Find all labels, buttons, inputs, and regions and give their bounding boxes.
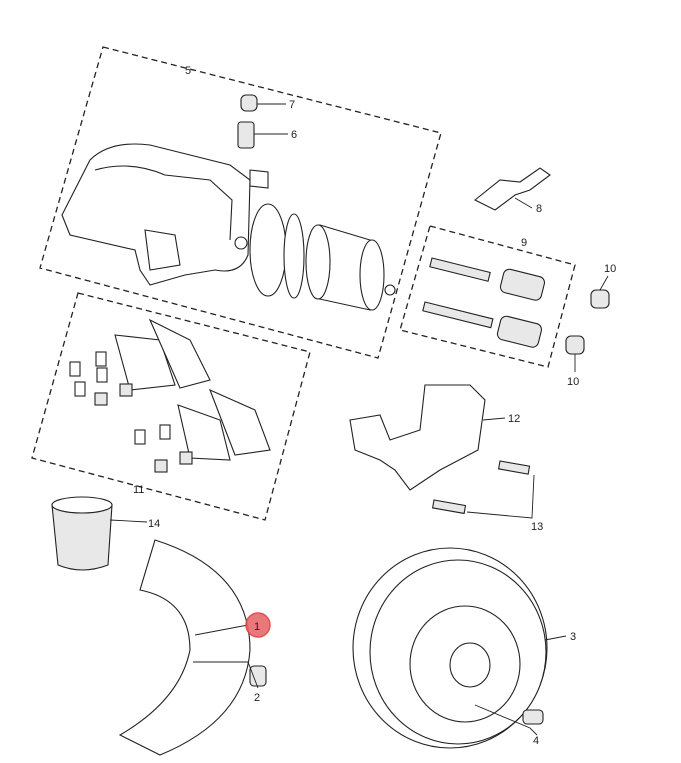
callout-4[interactable]: 4: [533, 735, 539, 747]
pad-clips[interactable]: [69, 351, 193, 473]
carrier-bolts[interactable]: [431, 460, 535, 519]
callout-1-highlight[interactable]: [245, 612, 271, 638]
guide-pins[interactable]: [422, 257, 546, 348]
guide-pin-kit-group-box: [399, 225, 576, 368]
callout-10-top[interactable]: 10: [604, 263, 616, 275]
callout-6[interactable]: 6: [291, 129, 297, 141]
bushing-top[interactable]: [590, 275, 610, 309]
callout-5[interactable]: 5: [185, 65, 191, 77]
piston[interactable]: [305, 224, 396, 311]
piston-seals[interactable]: [249, 203, 305, 299]
callout-2[interactable]: 2: [254, 692, 260, 704]
brake-pads[interactable]: [114, 318, 271, 461]
pad-kit-group-box: [31, 292, 311, 521]
callout-12[interactable]: 12: [508, 413, 520, 425]
caliper-body[interactable]: [61, 143, 269, 286]
bushing-bottom[interactable]: [565, 335, 585, 372]
bleed-screw[interactable]: [237, 121, 288, 149]
callout-13[interactable]: 13: [531, 521, 543, 533]
callout-9[interactable]: 9: [521, 237, 527, 249]
caliper-carrier[interactable]: [349, 384, 506, 491]
callout-10-bottom[interactable]: 10: [567, 376, 579, 388]
callout-1[interactable]: 1: [254, 621, 260, 633]
brake-disc[interactable]: [352, 547, 567, 749]
callout-11[interactable]: 11: [133, 484, 144, 496]
callout-8[interactable]: 8: [536, 203, 542, 215]
splash-shield[interactable]: [118, 539, 251, 756]
disc-screw[interactable]: [474, 704, 544, 736]
spring-clip[interactable]: [473, 167, 551, 211]
shield-bolt[interactable]: [193, 661, 267, 689]
grease-tub[interactable]: [51, 496, 148, 571]
callout-3[interactable]: 3: [570, 631, 576, 643]
callout-14[interactable]: 14: [148, 518, 160, 530]
callout-7[interactable]: 7: [289, 99, 295, 111]
caliper-assembly-group-box: [39, 46, 442, 359]
bleed-cap[interactable]: [240, 94, 286, 112]
